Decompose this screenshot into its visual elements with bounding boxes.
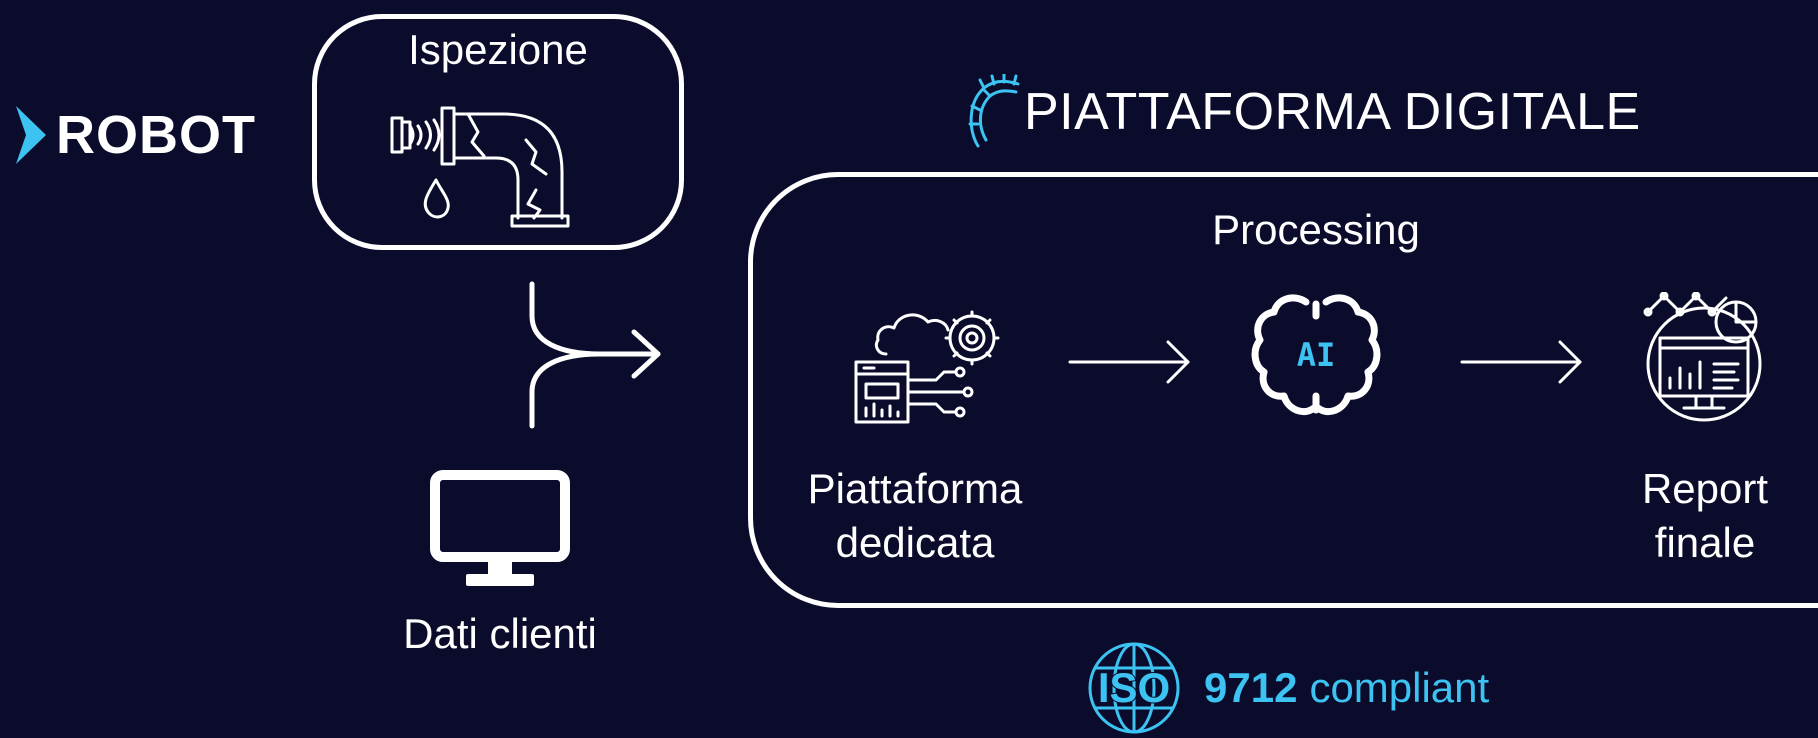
monitor-icon bbox=[430, 470, 570, 586]
report-dashboard-icon bbox=[1643, 292, 1762, 422]
dedicated-platform-label-line1: Piattaforma bbox=[807, 465, 1023, 512]
iso-number: 9712 bbox=[1204, 664, 1298, 711]
platform-title: PIATTAFORMA DIGITALE bbox=[1024, 83, 1641, 141]
iso-logo-text: ISO bbox=[1098, 664, 1170, 711]
merge-arrow-icon bbox=[529, 281, 661, 429]
ai-brain-text: AI bbox=[1297, 336, 1336, 374]
dedicated-platform-label-line2: dedicata bbox=[835, 519, 995, 566]
arrow-right-icon bbox=[1460, 340, 1582, 384]
iso-compliance: ISO 9712 compliant bbox=[1074, 640, 1489, 736]
dedicated-platform-label: Piattaforma dedicata bbox=[760, 462, 1070, 570]
clients-label: Dati clienti bbox=[403, 610, 597, 657]
pipe-leak-inspection-icon bbox=[390, 106, 570, 228]
globe-iso-icon: ISO bbox=[1088, 642, 1180, 734]
helmet-logo-icon bbox=[968, 74, 1020, 148]
inspection-box bbox=[312, 14, 684, 250]
iso-compliant-label: compliant bbox=[1309, 664, 1490, 711]
final-report-label-line2: finale bbox=[1654, 519, 1756, 566]
robot-label: ROBOT bbox=[56, 105, 256, 165]
platform-header: PIATTAFORMA DIGITALE bbox=[966, 72, 1641, 152]
final-report-label: Report finale bbox=[1600, 462, 1810, 570]
inspection-label: Ispezione bbox=[408, 26, 588, 73]
ai-brain-icon: AI bbox=[1251, 294, 1381, 415]
chevron-logo-icon bbox=[16, 106, 46, 164]
arrow-right-icon bbox=[1068, 340, 1190, 384]
processing-box bbox=[748, 172, 1818, 608]
final-report-label-line1: Report bbox=[1641, 465, 1769, 512]
processing-label: Processing bbox=[1212, 206, 1420, 253]
robot-logo: ROBOT bbox=[12, 100, 262, 170]
cloud-gear-document-icon bbox=[854, 310, 1000, 424]
